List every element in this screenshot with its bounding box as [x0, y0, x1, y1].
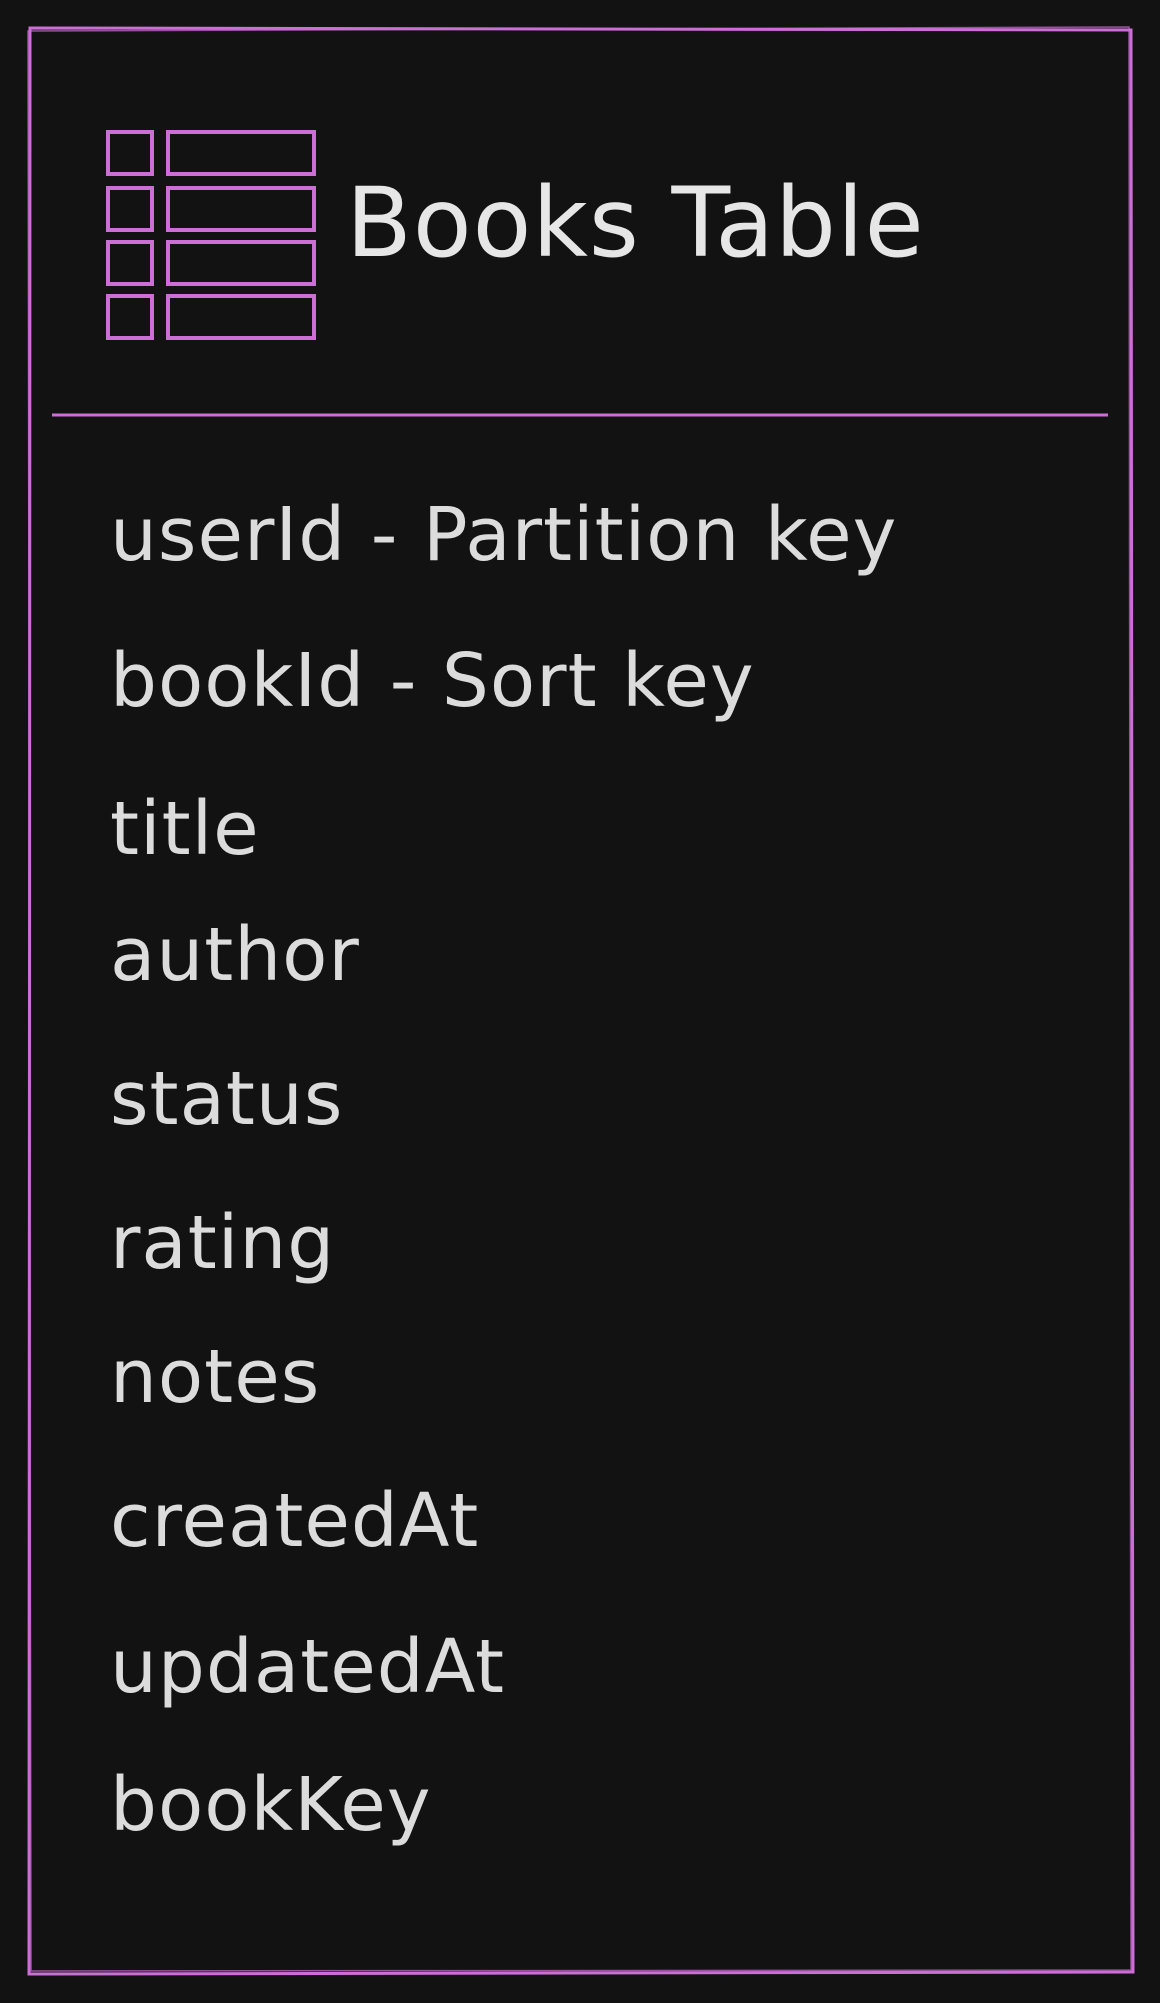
field-bookkey: bookKey: [110, 1762, 432, 1848]
field-bookid: bookId - Sort key: [110, 638, 755, 724]
table-title: Books Table: [346, 167, 925, 279]
field-userid: userId - Partition key: [110, 492, 898, 578]
field-rating: rating: [110, 1200, 336, 1286]
field-author: author: [110, 912, 360, 998]
field-title: title: [110, 786, 260, 872]
field-updatedat: updatedAt: [110, 1624, 506, 1710]
field-notes: notes: [110, 1334, 321, 1420]
field-status: status: [110, 1056, 344, 1142]
field-createdat: createdAt: [110, 1478, 480, 1564]
header-divider: [52, 413, 1108, 417]
table-icon: [106, 130, 316, 340]
